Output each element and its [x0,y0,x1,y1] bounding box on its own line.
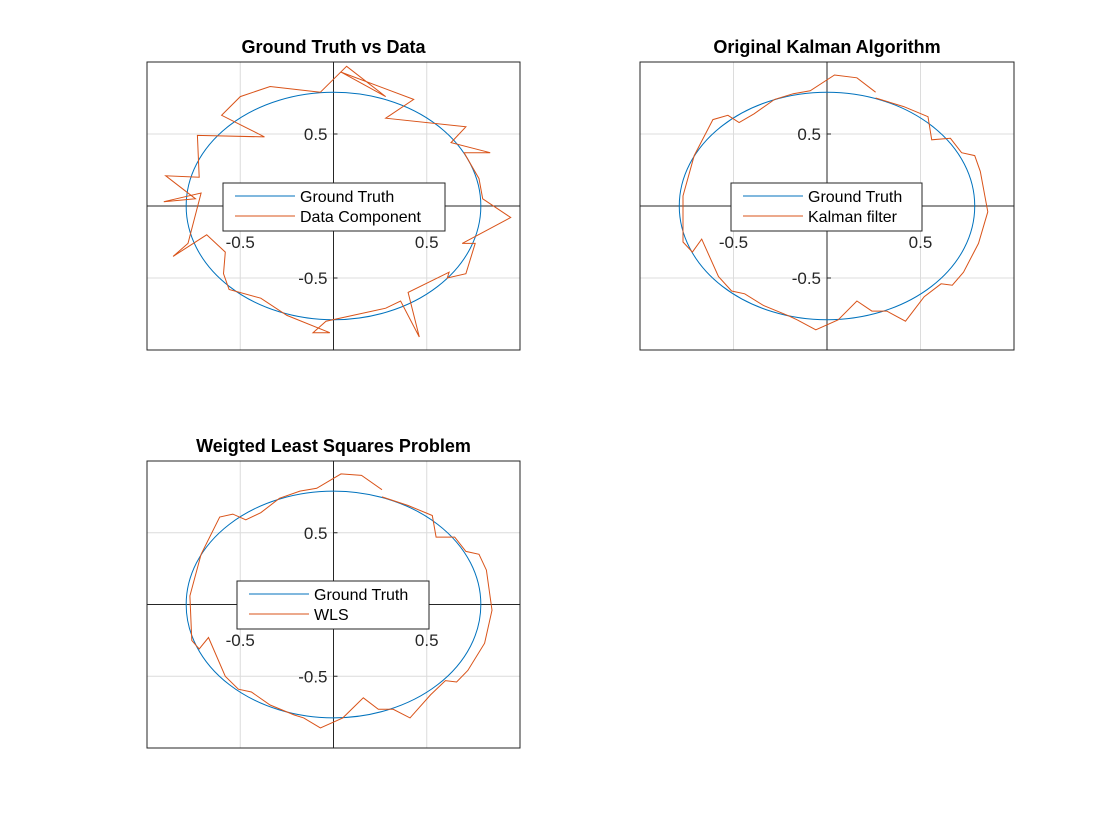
y-tick-label: -0.5 [298,667,327,686]
y-tick-label: -0.5 [792,269,821,288]
legend-label: Ground Truth [808,189,902,206]
series-data-component [163,65,512,338]
legend-label: Ground Truth [300,189,394,206]
chart-title: Ground Truth vs Data [241,37,426,57]
x-tick-label: 0.5 [909,233,933,252]
series-wls [189,473,493,729]
legend-box [730,182,923,232]
chart-title: Original Kalman Algorithm [713,37,940,57]
x-tick-label: -0.5 [226,631,255,650]
x-tick-label: 0.5 [415,631,439,650]
axes-box [146,460,521,749]
y-tick-label: 0.5 [304,125,328,144]
y-tick-label: -0.5 [298,269,327,288]
axes-box [146,61,521,351]
y-tick-label: 0.5 [304,524,328,543]
legend-label: Data Component [300,209,422,226]
subplot-3: -0.5 0.5 Weigted Least Squares ProblemGrou… [146,436,521,749]
x-tick-label: -0.5 [226,233,255,252]
series-ground-truth [678,91,976,321]
series-kalman-filter [682,74,989,331]
legend-label: WLS [314,607,349,624]
legend-label: Ground Truth [314,587,408,604]
chart-title: Weigted Least Squares Problem [196,436,471,456]
x-tick-label: 0.5 [415,233,439,252]
y-tick-label: 0.5 [797,125,821,144]
legend-label: Kalman filter [808,209,898,226]
x-tick-label: -0.5 [719,233,748,252]
legend-box [236,580,430,630]
axes-box [639,61,1015,351]
legend-box [222,182,446,232]
series-ground-truth [185,490,482,719]
